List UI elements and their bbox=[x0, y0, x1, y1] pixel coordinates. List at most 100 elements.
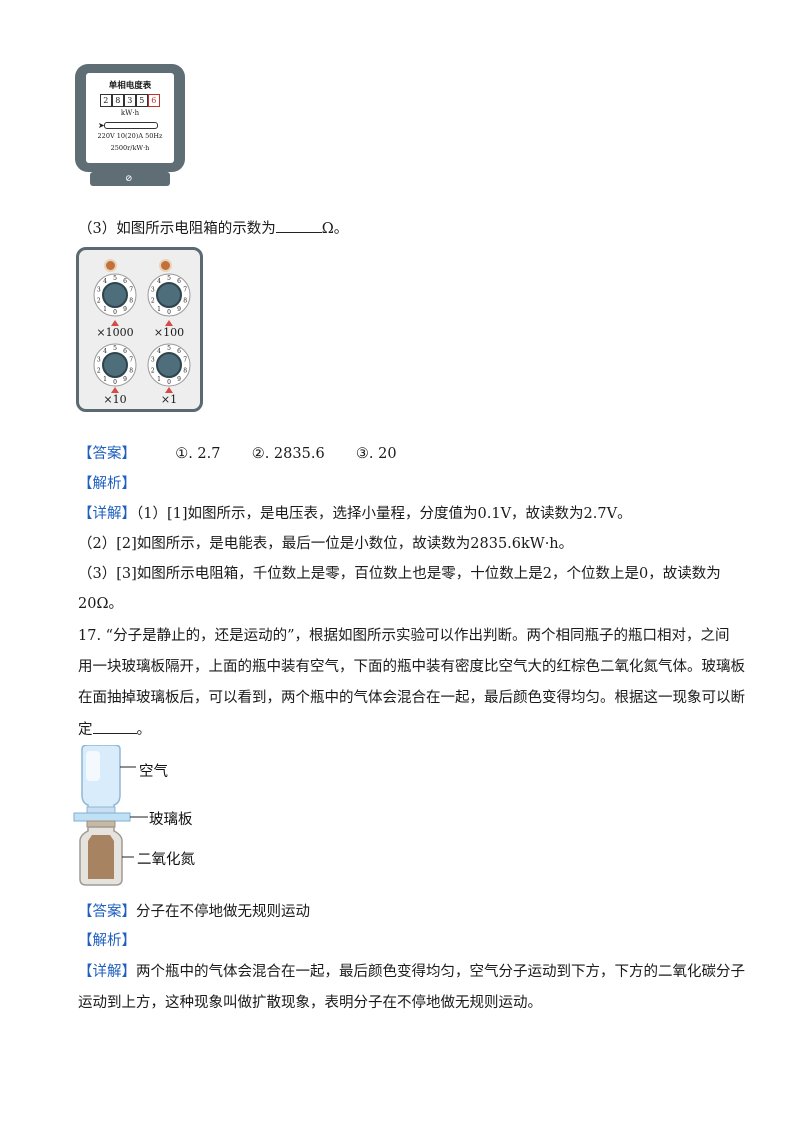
dial-number: 1 bbox=[103, 376, 107, 383]
detail-text: 两个瓶中的气体会混合在一起，最后颜色变得均匀，空气分子运动到下方，下方的二氧化碳… bbox=[136, 964, 745, 980]
answer-item: ①. 2.7 bbox=[175, 446, 221, 462]
dial-label-thousands: ×1000 bbox=[96, 326, 134, 339]
analysis-tag: 【解析】 bbox=[78, 933, 136, 949]
question-17-text: 。 bbox=[136, 722, 152, 738]
answer-blank bbox=[92, 719, 137, 734]
glass-plate bbox=[73, 812, 131, 822]
energy-meter-digits: 2 8 3 5 6 bbox=[100, 94, 160, 107]
answer-17-line: 【答案】分子在不停地做无规则运动 bbox=[78, 902, 310, 922]
answer-item: ③. 20 bbox=[355, 446, 397, 462]
dial-number: 8 bbox=[183, 367, 187, 374]
dial-number: 8 bbox=[129, 297, 133, 304]
question-3-line: （3）如图所示电阻箱的示数为 Ω。 bbox=[78, 218, 348, 239]
dial-number: 8 bbox=[129, 367, 133, 374]
dial-label-tens: ×10 bbox=[103, 393, 127, 406]
dial-number: 3 bbox=[97, 287, 101, 294]
meter-digit: 8 bbox=[112, 94, 124, 107]
energy-meter-unit: kW·h bbox=[120, 109, 140, 117]
dial-number: 5 bbox=[113, 275, 117, 282]
energy-meter-spec-constant: 2500r/kW·h bbox=[110, 144, 150, 152]
arrow-icon: ➤ bbox=[98, 121, 105, 130]
detail-16-line-4: 20Ω。 bbox=[78, 596, 123, 612]
dial-number: 6 bbox=[123, 348, 127, 355]
dial-number: 2 bbox=[151, 367, 155, 374]
energy-meter-title: 单相电度表 bbox=[108, 81, 152, 91]
answer-tag: 【答案】 bbox=[78, 446, 136, 462]
screw-icon: ⊘ bbox=[125, 174, 133, 184]
no2-gas bbox=[88, 835, 114, 879]
detail-16-line-1: 【详解】（1）[1]如图所示，是电压表，选择小量程，分度值为0.1V，故读数为2… bbox=[78, 504, 632, 524]
dial-number: 1 bbox=[157, 306, 161, 313]
dial-number: 8 bbox=[183, 297, 187, 304]
meter-digit: 5 bbox=[136, 94, 148, 107]
label-glass-plate: 玻璃板 bbox=[149, 812, 193, 828]
question-17-line-4: 定。 bbox=[78, 719, 151, 740]
dial-number: 7 bbox=[129, 287, 133, 294]
dial-number: 4 bbox=[103, 348, 107, 355]
dial-number: 3 bbox=[151, 287, 155, 294]
detail-tag: 【详解】 bbox=[78, 964, 136, 980]
energy-meter-face: 单相电度表 2 8 3 5 6 kW·h ➤ 220V 10(20)A 50Hz… bbox=[86, 73, 174, 163]
dial-number: 7 bbox=[183, 287, 187, 294]
label-air: 空气 bbox=[139, 764, 168, 780]
dial-number: 6 bbox=[123, 278, 127, 285]
dial-number: 3 bbox=[97, 357, 101, 364]
dial-number: 9 bbox=[177, 306, 181, 313]
dial-number: 6 bbox=[177, 348, 181, 355]
answer-text: 分子在不停地做无规则运动 bbox=[136, 904, 310, 920]
detail-16-line-2: （2）[2]如图所示，是电能表，最后一位是小数位，故读数为2835.6kW·h。 bbox=[78, 536, 574, 552]
detail-16-line-3: （3）[3]如图所示电阻箱，千位数上是零，百位数上也是零，十位数上是2，个位数上… bbox=[78, 566, 721, 582]
terminal-left-icon bbox=[104, 259, 117, 272]
bottle-highlight bbox=[86, 751, 100, 781]
detail-17-line-1: 【详解】两个瓶中的气体会混合在一起，最后颜色变得均匀，空气分子运动到下方，下方的… bbox=[78, 962, 745, 982]
dial-label-ones: ×1 bbox=[160, 393, 178, 406]
dial-number: 7 bbox=[183, 357, 187, 364]
dial-number: 2 bbox=[97, 367, 101, 374]
dial-number: 0 bbox=[167, 309, 171, 316]
answer-tag: 【答案】 bbox=[78, 904, 136, 920]
dial-number: 0 bbox=[113, 309, 117, 316]
label-no2: 二氧化氮 bbox=[137, 852, 195, 868]
energy-meter-base: ⊘ bbox=[90, 172, 170, 186]
energy-meter-figure: 单相电度表 2 8 3 5 6 kW·h ➤ 220V 10(20)A 50Hz… bbox=[75, 64, 185, 172]
pointer-marker-icon bbox=[111, 387, 119, 393]
meter-digit: 2 bbox=[100, 94, 112, 107]
dial-number: 2 bbox=[97, 297, 101, 304]
question-17-line-3: 在面抽掉玻璃板后，可以看到，两个瓶中的气体会混合在一起，最后颜色变得均匀。根据这… bbox=[78, 690, 745, 706]
meter-digit: 3 bbox=[124, 94, 136, 107]
dial-number: 4 bbox=[157, 278, 161, 285]
meter-rotor-disc bbox=[104, 122, 158, 129]
dial-number: 5 bbox=[167, 275, 171, 282]
pointer-marker-icon bbox=[165, 320, 173, 326]
question-17-line-2: 用一块玻璃板隔开，上面的瓶中装有空气，下面的瓶中装有密度比空气大的红棕色二氧化氮… bbox=[78, 659, 745, 675]
question-17-line-1: 17. “分子是静止的，还是运动的”，根据如图所示实验可以作出判断。两个相同瓶子… bbox=[78, 628, 730, 644]
question-17-text: 定 bbox=[78, 722, 93, 738]
dial-number: 4 bbox=[157, 348, 161, 355]
dial-number: 3 bbox=[151, 357, 155, 364]
dial-number: 5 bbox=[113, 345, 117, 352]
pointer-marker-icon bbox=[165, 387, 173, 393]
dial-number: 6 bbox=[177, 278, 181, 285]
diffusion-bottles-figure bbox=[73, 745, 148, 886]
question-3-unit: Ω。 bbox=[321, 221, 349, 237]
dial-number: 0 bbox=[167, 379, 171, 386]
answer-item: ②. 2835.6 bbox=[251, 446, 325, 462]
detail-17-line-2: 运动到上方，这种现象叫做扩散现象，表明分子在不停地做无规则运动。 bbox=[78, 995, 542, 1011]
dial-number: 1 bbox=[103, 306, 107, 313]
dial-number: 9 bbox=[123, 306, 127, 313]
dial-number: 2 bbox=[151, 297, 155, 304]
question-3-text: （3）如图所示电阻箱的示数为 bbox=[78, 221, 276, 237]
dial-number: 0 bbox=[113, 379, 117, 386]
answer-16-line: 【答案】 ①. 2.7 ②. 2835.6 ③. 20 bbox=[78, 444, 397, 464]
dial-number: 4 bbox=[103, 278, 107, 285]
detail-text: （1）[1]如图所示，是电压表，选择小量程，分度值为0.1V，故读数为2.7V。 bbox=[136, 506, 632, 522]
dial-number: 1 bbox=[157, 376, 161, 383]
dial-label-hundreds: ×100 bbox=[153, 326, 185, 339]
energy-meter-spec-rating: 220V 10(20)A 50Hz bbox=[97, 132, 163, 140]
dial-number: 9 bbox=[177, 376, 181, 383]
answer-blank bbox=[275, 218, 322, 233]
